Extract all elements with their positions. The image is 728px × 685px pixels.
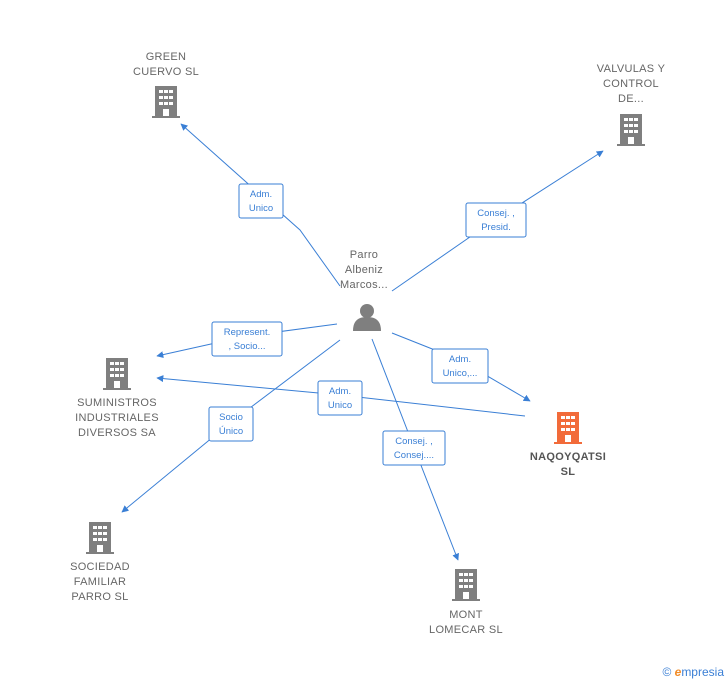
company-name: SUMINISTROS (77, 397, 157, 409)
edge-label-box (317, 380, 363, 416)
building-icon (103, 358, 131, 390)
company-node-naqoyqatsi[interactable]: NAQOYQATSI SL (530, 412, 606, 478)
edge-label-valvulas[interactable]: Consej. , Presid. (465, 202, 527, 238)
person-name: Parro (350, 249, 378, 261)
company-name: FAMILIAR (74, 576, 127, 588)
edge-label-text: Consej. , (395, 436, 433, 447)
company-name: NAQOYQATSI (530, 451, 606, 463)
company-name: DE... (618, 93, 644, 105)
company-node-suministros[interactable]: SUMINISTROS INDUSTRIALES DIVERSOS SA (75, 358, 159, 439)
edge-label-text: Socio (219, 412, 243, 423)
edge-label-box (465, 202, 527, 238)
company-node-sociedad[interactable]: SOCIEDAD FAMILIAR PARRO SL (70, 522, 130, 603)
brand-footer: © empresia (662, 665, 724, 679)
company-name: LOMECAR SL (429, 624, 503, 636)
building-icon (86, 522, 114, 554)
brand-initial: e (674, 665, 682, 679)
person-icon (353, 304, 381, 331)
edge-label-text: Presid. (481, 222, 511, 233)
edge-label-naqoyqatsi[interactable]: Adm. Unico,... (431, 348, 489, 384)
edge-label-text: Adm. (329, 386, 351, 397)
company-name: CONTROL (603, 78, 659, 90)
company-name: MONT (449, 609, 483, 621)
brand-name: mpresia (681, 665, 724, 679)
building-icon (452, 569, 480, 601)
edge-label-mont[interactable]: Consej. , Consej.... (382, 430, 446, 466)
company-name: DIVERSOS SA (78, 427, 156, 439)
edge-label-green[interactable]: Adm. Unico (238, 183, 284, 219)
company-name: SL (561, 466, 576, 478)
edge-label-box (431, 348, 489, 384)
company-name: CUERVO SL (133, 66, 199, 78)
company-name: GREEN (146, 51, 187, 63)
company-node-mont[interactable]: MONT LOMECAR SL (429, 569, 503, 636)
building-icon (617, 114, 645, 146)
person-name: Marcos... (340, 279, 388, 291)
company-node-green[interactable]: GREEN CUERVO SL (133, 51, 199, 118)
company-name: SOCIEDAD (70, 561, 130, 573)
building-icon (554, 412, 582, 444)
edge-label-text: Unico (249, 203, 273, 214)
person-name: Albeniz (345, 264, 383, 276)
edge-label-suministros[interactable]: Adm. Unico (317, 380, 363, 416)
company-name: INDUSTRIALES (75, 412, 159, 424)
company-node-valvulas[interactable]: VALVULAS Y CONTROL DE... (597, 63, 666, 146)
edge-label-text: Unico (328, 400, 352, 411)
edge-label-text: Unico,... (443, 368, 478, 379)
edge-label-text: , Socio... (229, 341, 266, 352)
edge-label-box (238, 183, 284, 219)
edges-layer (121, 123, 604, 561)
edge-label-suministros[interactable]: Represent. , Socio... (211, 321, 283, 357)
edge-label-text: Adm. (449, 354, 471, 365)
building-icon (152, 86, 180, 118)
company-name: VALVULAS Y (597, 63, 666, 75)
edge-label-box (211, 321, 283, 357)
copyright-icon: © (662, 665, 672, 679)
edge-label-text: Consej. , (477, 208, 515, 219)
edge-label-box (208, 406, 254, 442)
company-name: PARRO SL (71, 591, 128, 603)
person-node[interactable]: ParroAlbenizMarcos... (340, 249, 388, 331)
edge-to-green (180, 123, 341, 287)
edge-label-box (382, 430, 446, 466)
edge-label-text: Consej.... (394, 450, 434, 461)
edge-label-text: Único (219, 426, 243, 437)
edge-label-text: Adm. (250, 189, 272, 200)
edge-label-text: Represent. (224, 327, 270, 338)
